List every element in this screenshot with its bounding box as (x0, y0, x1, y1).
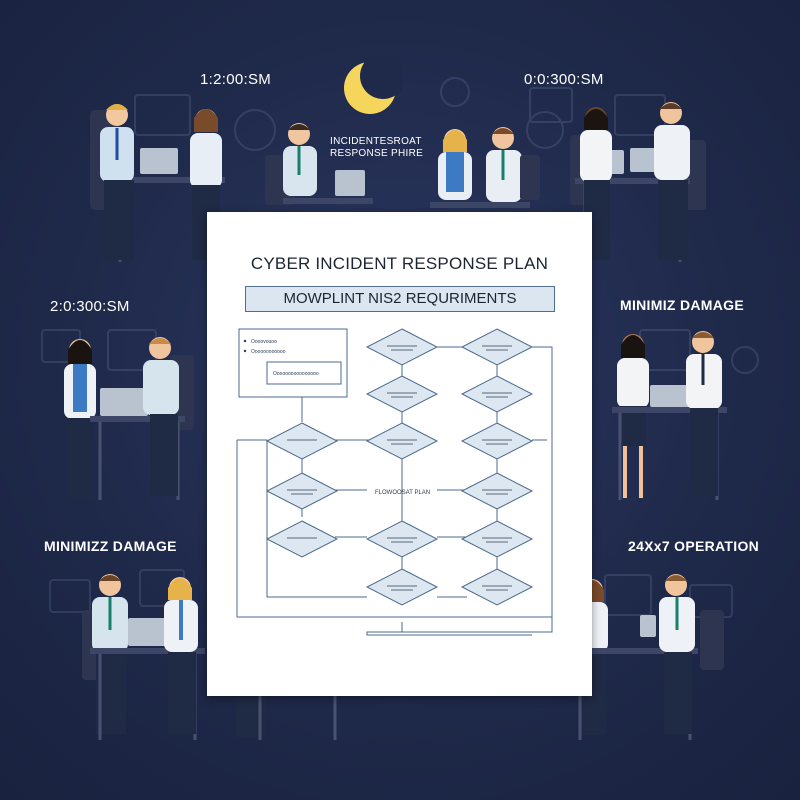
bottom-right-label: 24Xx7 OPERATION (628, 538, 760, 554)
legend-line-1: Oooovouoo (251, 339, 277, 345)
team-top-center (265, 123, 540, 208)
team-top-left (90, 104, 225, 262)
top-left-time-label: 1:2:00:SM (200, 71, 272, 88)
legend-box-text: Oooooooooooooooo (273, 371, 319, 377)
mid-right-label: MINIMIZ DAMAGE (620, 297, 744, 313)
response-plan-document: CYBER INCIDENT RESPONSE PLAN MOWPLINT NI… (207, 212, 592, 696)
moon-icon (344, 56, 402, 114)
team-top-right (570, 102, 706, 262)
incident-phase-label: INCIDENTESROAT RESPONSE PHIRE (330, 136, 424, 159)
team-mid-right (612, 331, 727, 500)
top-right-time-label: 0:0:300:SM (524, 71, 604, 88)
bottom-left-label: MINIMIZZ DAMAGE (44, 538, 177, 554)
document-subtitle: MOWPLINT NIS2 REQURIMENTS (245, 286, 555, 312)
team-bottom-left (82, 574, 205, 740)
flow-center-label: FLOWOOSAT PLAN (375, 490, 430, 496)
team-mid-left (64, 337, 194, 500)
document-title: CYBER INCIDENT RESPONSE PLAN (250, 254, 549, 273)
legend-line-2: Oooooooooooo (251, 349, 286, 355)
mid-left-time-label: 2:0:300:SM (50, 298, 130, 315)
flowchart: Oooovouoo Oooooooooooo Oooooooooooooooo … (236, 328, 553, 636)
